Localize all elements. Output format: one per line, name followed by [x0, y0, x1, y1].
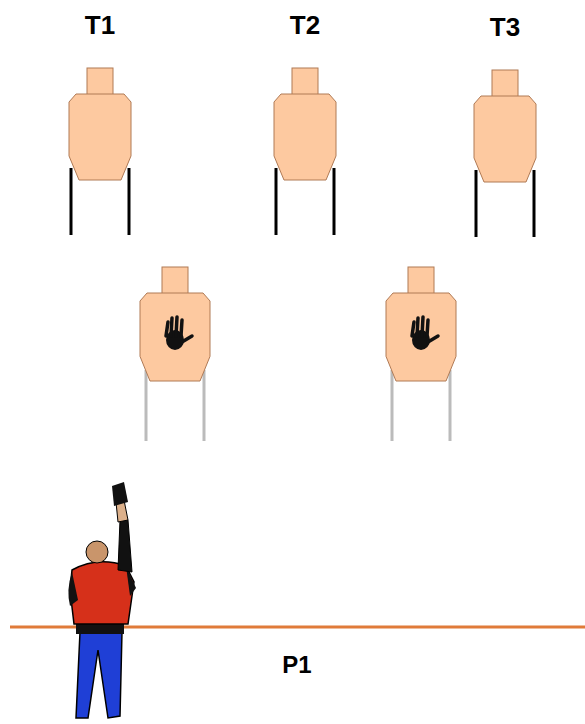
no-shoot-target: [140, 267, 210, 441]
shoot-target: T1: [64, 10, 136, 238]
shoot-target: T2: [269, 10, 341, 238]
no-shoot-target: [386, 267, 456, 441]
target-shape: [469, 70, 541, 240]
shooter-figure: [68, 482, 136, 718]
target-label: T3: [469, 12, 541, 42]
target-label: T2: [269, 10, 341, 40]
target-shape: [64, 68, 136, 238]
target-shape: [269, 68, 341, 238]
shoot-target: T3: [469, 12, 541, 240]
target-label: T1: [64, 10, 136, 40]
position-label: P1: [282, 651, 311, 679]
